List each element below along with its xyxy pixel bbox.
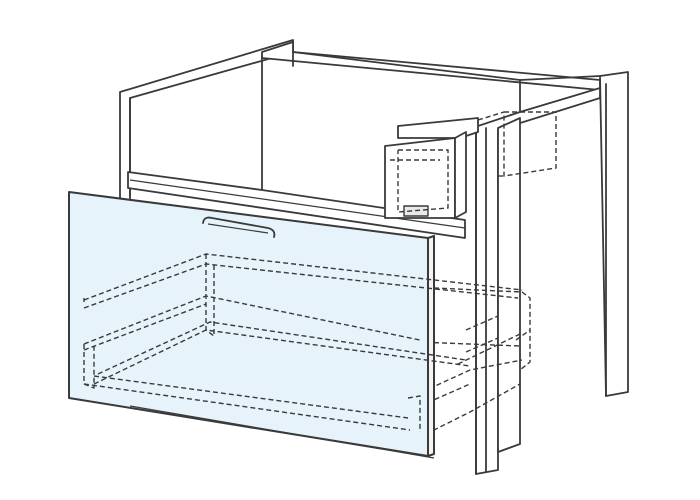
hinge-bracket	[384, 117, 479, 219]
drawer-inner-hidden	[83, 253, 523, 432]
top-rail	[127, 171, 466, 239]
drawer-handle-icon	[202, 216, 276, 238]
partition-panel	[465, 87, 601, 475]
right-side-panel	[519, 71, 629, 397]
drawer-front	[68, 191, 435, 459]
hidden-rear-rail	[477, 111, 557, 177]
